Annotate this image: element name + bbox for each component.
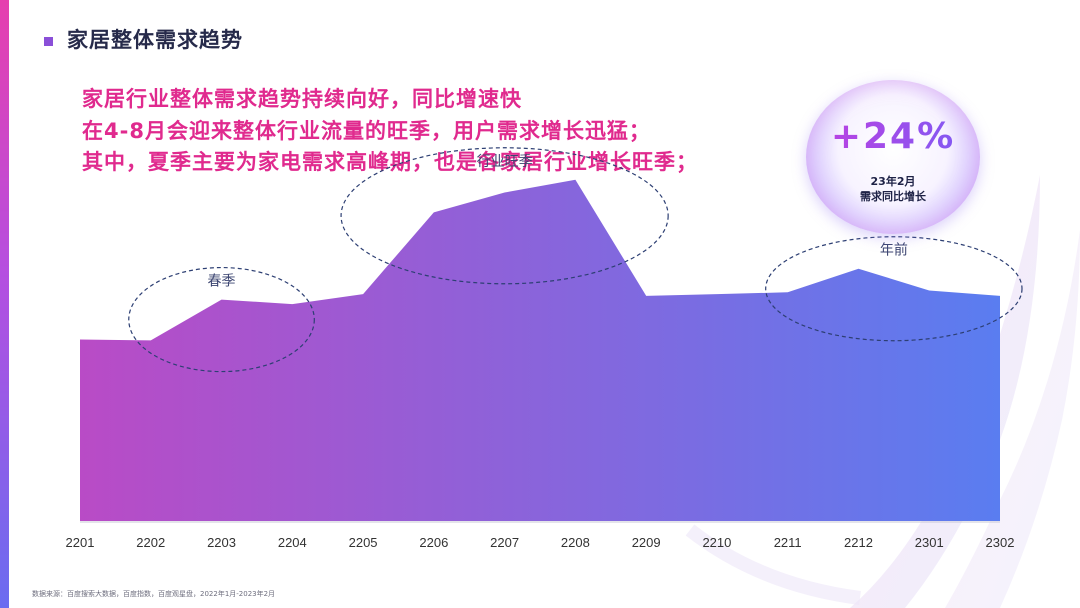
annotation-ellipse-1 (128, 266, 315, 373)
x-tick-label-2204: 2204 (278, 535, 307, 550)
x-tick-label-2207: 2207 (490, 535, 519, 550)
annotation-ellipse-3 (765, 236, 1023, 342)
page-title: 家居整体需求趋势 (67, 28, 243, 52)
growth-caption-period: 23年2月 (870, 175, 916, 188)
growth-caption-label: 需求同比增长 (860, 190, 926, 203)
growth-caption: 23年2月 需求同比增长 (806, 174, 980, 204)
x-tick-label-2206: 2206 (419, 535, 448, 550)
growth-badge: +24% 23年2月 需求同比增长 (806, 80, 980, 234)
x-tick-label-2202: 2202 (136, 535, 165, 550)
headline-line-2: 在4-8月会迎来整体行业流量的旺季，用户需求增长迅猛； (82, 118, 651, 143)
x-tick-label-2205: 2205 (349, 535, 378, 550)
title-bullet-icon (44, 36, 53, 46)
x-tick-label-2208: 2208 (561, 535, 590, 550)
headline-line-1: 家居行业整体需求趋势持续向好，同比增速快 (82, 87, 522, 111)
annotation-ellipse-2 (340, 147, 669, 285)
title-row: 家居整体需求趋势 (44, 24, 243, 54)
x-tick-label-2211: 2211 (774, 535, 802, 550)
x-tick-label-2302: 2302 (986, 535, 1015, 550)
left-accent-bar (0, 0, 9, 608)
data-source-note: 数据来源：百度搜索大数据，百度指数，百度观星盘，2022年1月-2023年2月 (32, 590, 276, 598)
headline-line-3: 其中，夏季主要为家电需求高峰期，也是各家居行业增长旺季； (82, 150, 698, 174)
x-tick-label-2210: 2210 (702, 535, 731, 550)
x-tick-label-2203: 2203 (207, 535, 236, 550)
x-tick-label-2209: 2209 (632, 535, 661, 550)
annotation-label-2: 行业旺季 (477, 154, 533, 170)
annotation-label-1: 春季 (208, 274, 236, 290)
growth-value: +24% (806, 116, 980, 157)
x-tick-label-2212: 2212 (844, 535, 873, 550)
x-tick-label-2201: 2201 (66, 535, 95, 550)
area-series-demand (80, 179, 1000, 522)
annotation-label-3: 年前 (880, 242, 908, 259)
headline-text: 家居行业整体需求趋势持续向好，同比增速快 在4-8月会迎来整体行业流量的旺季，用… (82, 84, 802, 179)
x-tick-label-2301: 2301 (915, 535, 944, 550)
